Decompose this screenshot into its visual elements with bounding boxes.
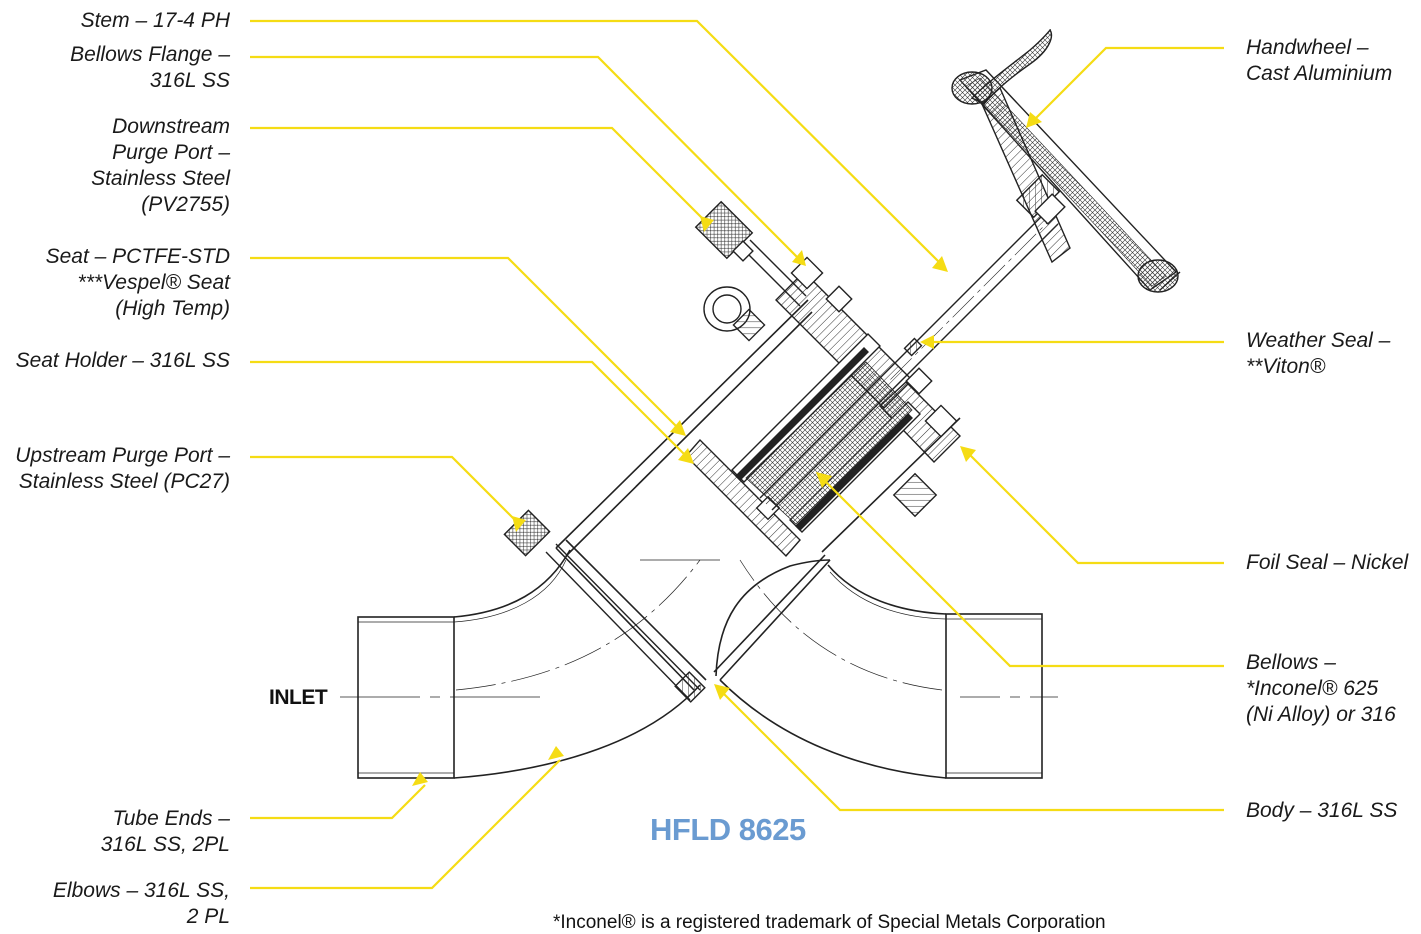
leader-arrowheads: [412, 112, 1042, 786]
label-seat-holder: Seat Holder – 316L SS: [15, 349, 230, 372]
left-tube-end: [357, 616, 455, 779]
model-name: HFLD 8625: [650, 812, 806, 847]
leader-handwheel: [1029, 46, 1224, 125]
label-seat: Seat – PCTFE-STD ***Vespel® Seat (High T…: [45, 245, 230, 320]
label-weather-seal: Weather Seal – **Viton®: [1246, 329, 1391, 378]
footnote: *Inconel® is a registered trademark of S…: [553, 912, 1106, 933]
leader-stem: [250, 19, 946, 269]
leader-bellows-flange: [250, 55, 803, 263]
label-elbows: Elbows – 316L SS, 2 PL: [52, 879, 230, 928]
label-body: Body – 316L SS: [1246, 799, 1398, 822]
leader-upstream-purge: [250, 455, 516, 521]
left-elbow: [453, 549, 571, 618]
leader-downstream-purge: [250, 126, 703, 219]
handwheel: [951, 29, 1181, 293]
label-tube-ends: Tube Ends – 316L SS, 2PL: [100, 807, 230, 856]
upstream-purge-port: [503, 509, 706, 703]
right-elbow: [827, 564, 947, 615]
downstream-purge-port: [694, 200, 807, 307]
leader-seat: [250, 256, 684, 434]
lifting-eye: [703, 286, 766, 342]
leader-foil-seal: [963, 448, 1224, 565]
tube-elbow-assembly: [340, 299, 1058, 779]
leader-tube-ends: [250, 784, 426, 820]
leader-lines: [250, 19, 1224, 890]
label-bellows-flange: Bellows Flange – 316L SS: [70, 43, 230, 92]
right-tube-end: [945, 613, 1043, 779]
label-upstream-purge-port: Upstream Purge Port – Stainless Steel (P…: [15, 444, 230, 493]
bellows-stem: [731, 211, 1059, 533]
label-downstream-purge-port: Downstream Purge Port – Stainless Steel …: [91, 115, 230, 216]
label-stem: Stem – 17-4 PH: [80, 9, 230, 32]
inlet-label: INLET: [269, 686, 328, 709]
label-foil-seal: Foil Seal – Nickel: [1246, 551, 1409, 574]
label-handwheel: Handwheel – Cast Aluminium: [1246, 36, 1393, 85]
leader-body: [717, 687, 1224, 812]
leader-seat-holder: [250, 360, 691, 461]
leader-elbows: [250, 759, 561, 890]
label-bellows: Bellows – *Inconel® 625 (Ni Alloy) or 31…: [1246, 651, 1396, 726]
leader-bellows: [819, 475, 1224, 668]
